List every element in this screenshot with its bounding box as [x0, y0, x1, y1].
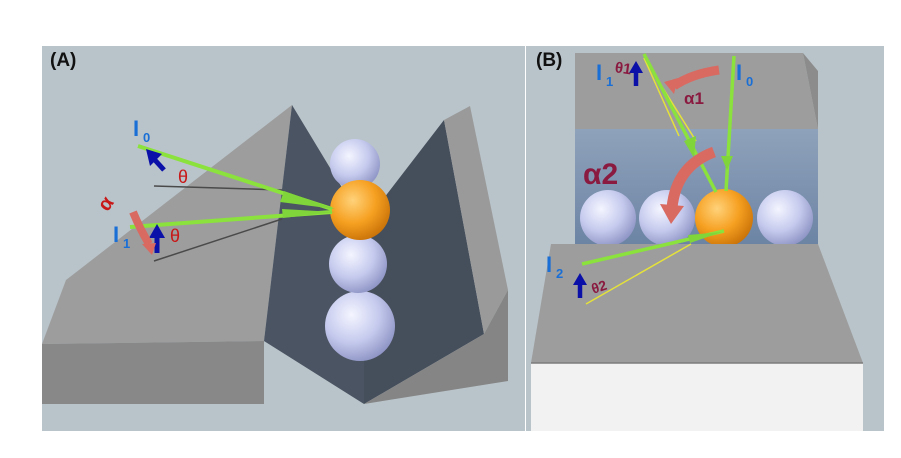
panel-b-diagram: I 1 I 0 I 2 θ1 θ2 α1 α2 — [531, 53, 863, 431]
sphere-a-3 — [329, 235, 387, 293]
angle-a-top-line — [153, 185, 283, 191]
angle-b-bottom-line — [585, 243, 692, 305]
label-b-alpha2: α2 — [583, 158, 618, 191]
block-a-right-front — [364, 290, 508, 404]
label-a-theta-top: θ — [178, 167, 188, 187]
rotation-a-arc — [129, 210, 153, 247]
label-b-alpha1: α1 — [684, 89, 704, 108]
block-a-left-front — [42, 341, 264, 404]
sphere-b-2 — [639, 190, 695, 246]
rotation-b-alpha2-arc — [666, 146, 717, 209]
panel-b: (B) — [526, 46, 884, 431]
sphere-b-target — [695, 189, 753, 247]
beam-b-incident-arrowhead — [721, 156, 733, 170]
sphere-a-target — [330, 180, 390, 240]
arrow-a-bottom — [149, 224, 165, 253]
block-b-upper-side — [803, 53, 818, 129]
label-b-i1-sub: 1 — [606, 74, 613, 89]
beam-b-1 — [642, 53, 718, 193]
sphere-a-4 — [325, 291, 395, 361]
label-a-i1-sub: 1 — [123, 236, 130, 251]
label-a-theta-bottom: θ — [170, 226, 180, 246]
panel-b-label: (B) — [536, 50, 563, 71]
sphere-b-4 — [757, 190, 813, 246]
label-a-i0-sub: 0 — [143, 130, 150, 145]
panel-a-diagram: I 0 I 1 θ θ α — [42, 105, 508, 404]
arrow-a-top — [146, 149, 166, 172]
arrow-b-theta2 — [573, 273, 587, 298]
beam-a-reflected-arrowhead — [282, 209, 335, 218]
rotation-b-alpha2-arrowhead — [660, 204, 684, 224]
label-a-i1: I — [113, 222, 119, 247]
label-b-i1: I — [596, 60, 602, 85]
rotation-b-alpha1-arrowhead — [664, 78, 678, 94]
label-a-alpha: α — [94, 192, 119, 215]
beam-b-2-arrowhead — [688, 232, 722, 243]
panel-a-label: (A) — [50, 50, 77, 71]
arrow-b-theta1 — [629, 61, 643, 86]
angle-b-top-line — [643, 57, 680, 137]
beam-a-incident-arrowhead — [280, 191, 335, 209]
label-b-i2: I — [546, 252, 552, 277]
label-b-i0: I — [736, 60, 742, 85]
label-b-theta2: θ2 — [589, 277, 609, 297]
block-b-lower-top — [531, 244, 863, 363]
label-b-theta1: θ1 — [614, 59, 633, 78]
label-a-i0: I — [133, 116, 139, 141]
sphere-b-1 — [580, 190, 636, 246]
rotation-a-arrowhead — [142, 243, 156, 255]
rotation-b-alpha1-arc — [671, 65, 720, 90]
label-b-i2-sub: 2 — [556, 266, 563, 281]
label-b-i0-sub: 0 — [746, 74, 753, 89]
block-b-lower-front — [531, 363, 863, 431]
angle-a-bottom-line — [153, 218, 283, 262]
beam-b-1-arrowhead — [684, 136, 696, 158]
block-a-right-top — [444, 106, 508, 334]
sphere-a-1 — [330, 139, 380, 189]
panel-a: (A) I 0 — [42, 46, 525, 431]
